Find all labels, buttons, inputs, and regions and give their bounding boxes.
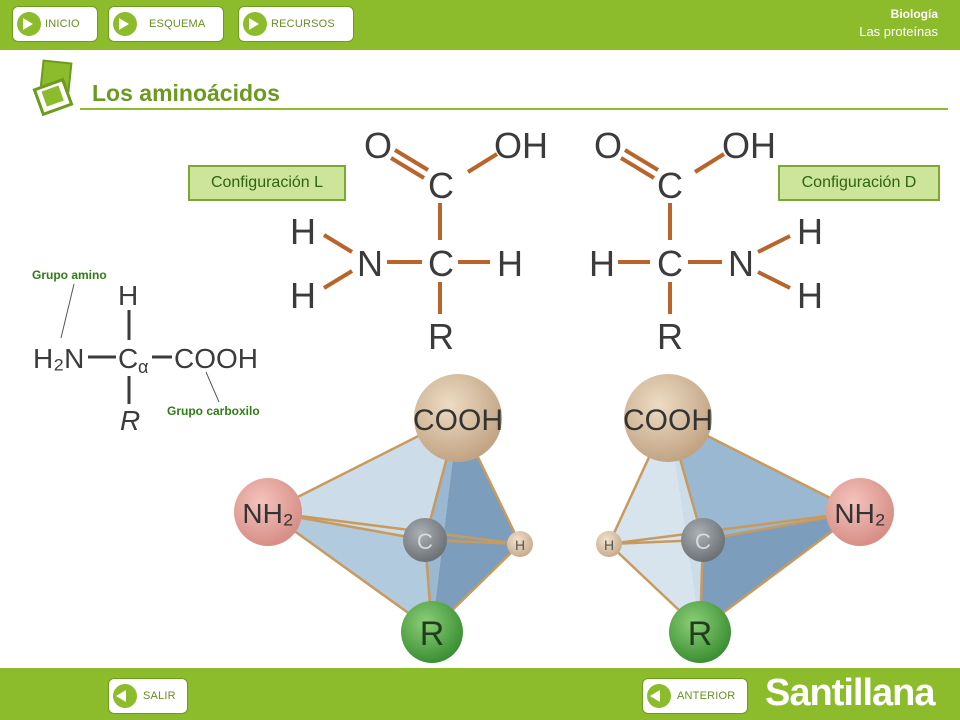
model-l: COOH NH₂ C H R [234,374,533,663]
d-cooh-label: COOH [623,404,713,437]
d-c-center-label: C [657,243,683,284]
d-h-left-label: H [589,243,615,284]
l-cooh-label: COOH [413,404,503,437]
d-h-atom [596,531,622,557]
l-h-right-label: H [497,243,523,284]
inicio-label: INICIO [45,18,80,30]
subject-name: Biología [890,7,938,21]
l-nh2-label: NH₂ [242,498,293,529]
salir-button[interactable]: SALIR [108,678,188,714]
l-c-atom [403,518,447,562]
esquema-label: ESQUEMA [149,18,206,30]
d-r-atom [669,601,731,663]
l-cooh-atom [414,374,502,462]
d-r-label: R [688,615,713,653]
page-title: Los aminoácidos [92,80,280,106]
esquema-button[interactable]: ESQUEMA [108,6,224,42]
l-c-center-label: C [428,243,454,284]
subject-topic: Las proteínas [859,24,938,39]
general-alpha-label: α [138,357,148,377]
d-h-label: H [604,537,614,553]
l-o-label: O [364,125,392,166]
section-icon [32,59,74,117]
l-nh2-atom [234,478,302,546]
l-oh-label: OH [494,125,548,166]
d-h-top-label: H [797,211,823,252]
l-r-label: R [420,615,445,653]
general-h-label: H [118,280,138,311]
anterior-label: ANTERIOR [677,690,736,702]
carboxyl-group-label: Grupo carboxilo [167,404,260,418]
d-cooh-atom [624,374,712,462]
santillana-logo: Santillana [765,672,935,714]
formula-l: O OH C H N C H H R [290,125,548,357]
subject-info: Biología Las proteínas [859,7,938,39]
d-o-label: O [594,125,622,166]
d-n-label: N [728,243,754,284]
l-r-label: R [428,316,454,357]
salir-label: SALIR [143,690,176,702]
anterior-button[interactable]: ANTERIOR [642,678,748,714]
l-n-label: N [357,243,383,284]
general-h2n-label: H₂N [33,343,84,374]
general-formula: H H₂N C α COOH R [33,280,258,436]
l-c-label: C [417,529,433,554]
l-h-bottom-label: H [290,275,316,316]
d-oh-label: OH [722,125,776,166]
d-c-label: C [695,529,711,554]
inicio-button[interactable]: INICIO [12,6,98,42]
l-h-atom [507,531,533,557]
d-r-label: R [657,316,683,357]
formula-d: O OH C H C N H H R [589,125,823,357]
config-d-label: Configuración D [778,165,940,201]
d-nh2-atom [826,478,894,546]
d-nh2-label: NH₂ [834,498,885,529]
l-c-top-label: C [428,165,454,206]
l-h-top-label: H [290,211,316,252]
recursos-label: RECURSOS [271,18,335,30]
general-c-label: C [118,343,138,374]
recursos-button[interactable]: RECURSOS [238,6,354,42]
carboxyl-leader-line [205,371,220,403]
d-h-bottom-label: H [797,275,823,316]
l-h-label: H [515,537,525,553]
model-d: COOH NH₂ C H R [596,374,894,663]
title-underline [80,108,948,110]
general-cooh-label: COOH [174,343,258,374]
amino-group-label: Grupo amino [32,268,107,282]
general-r-label: R [120,405,140,436]
amino-leader-line [60,283,75,339]
config-l-label: Configuración L [188,165,346,201]
d-c-atom [681,518,725,562]
l-r-atom [401,601,463,663]
d-c-top-label: C [657,165,683,206]
